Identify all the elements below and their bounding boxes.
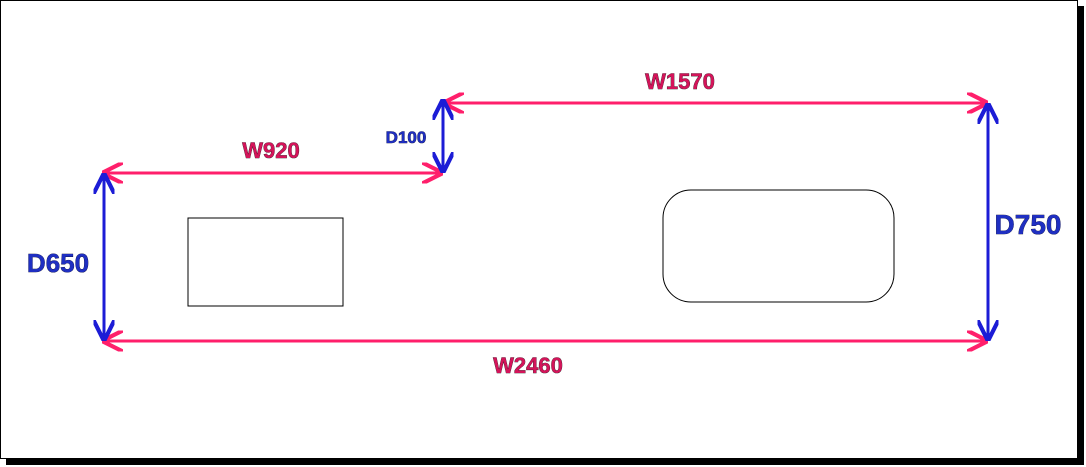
w-total-label: W2460 [493, 353, 563, 378]
cooktop-cutout [187, 217, 344, 307]
w-left-label: W920 [242, 138, 299, 163]
d-left-label: D650 [27, 248, 89, 278]
d-right-label: D750 [995, 209, 1062, 240]
d-step-label: D100 [386, 128, 427, 147]
sink-cutout [662, 189, 895, 303]
w-upper-label: W1570 [645, 69, 715, 94]
diagram-frame [0, 0, 1078, 459]
